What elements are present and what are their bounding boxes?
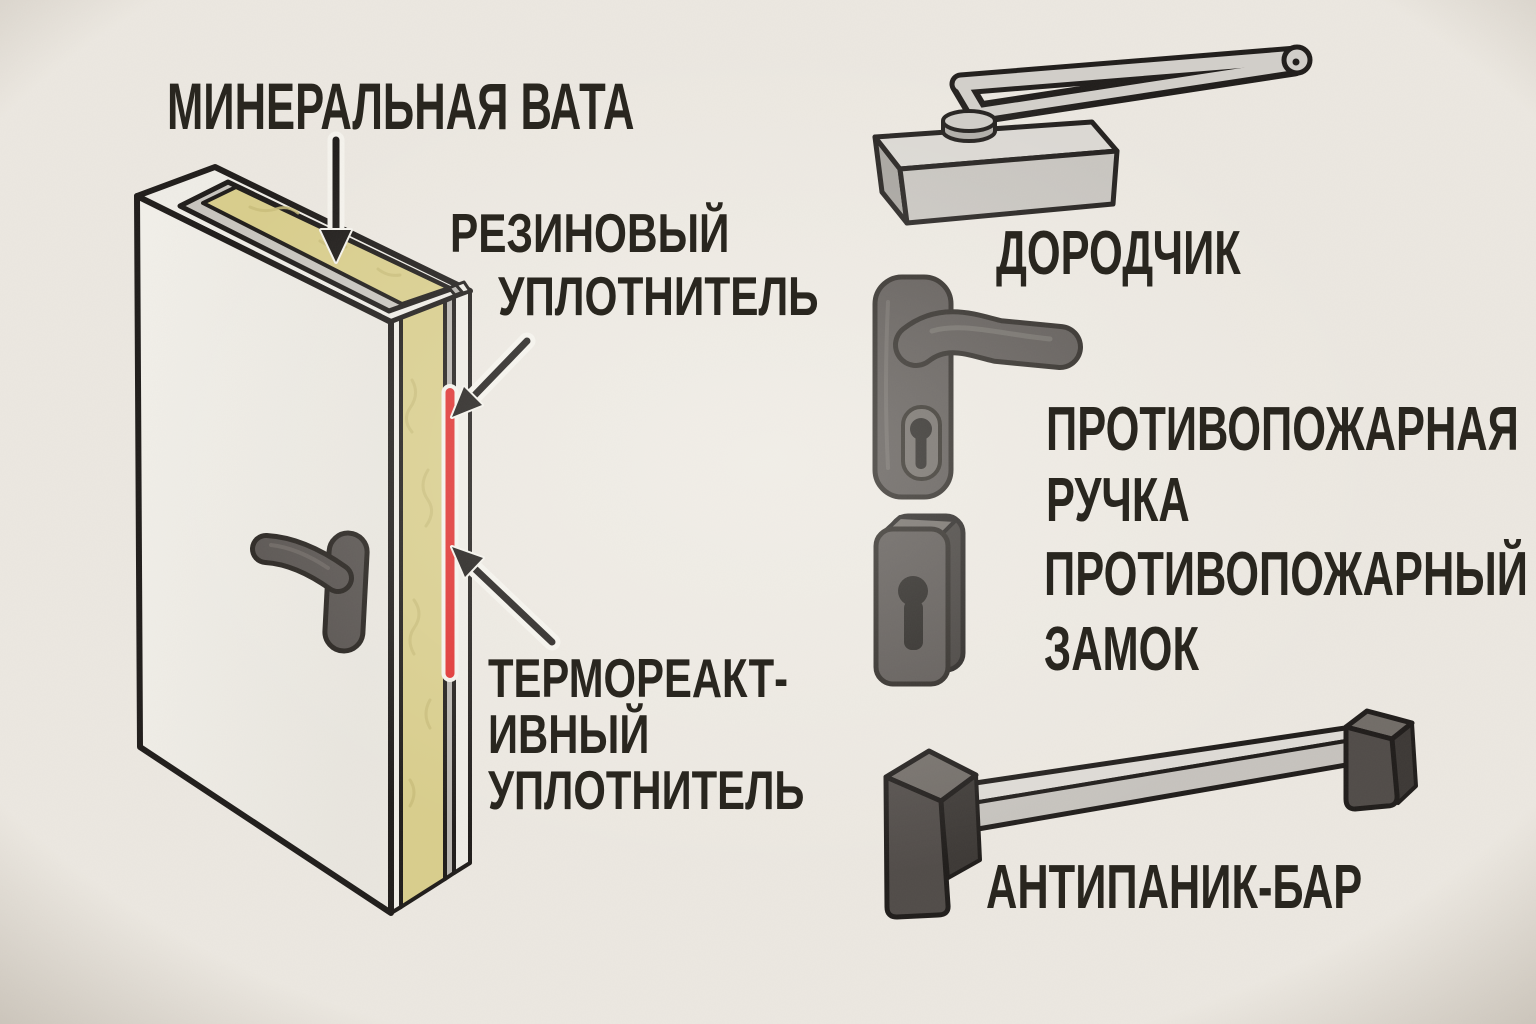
- rubber-seal-label-line1: РЕЗИНОВЫЙ: [450, 202, 730, 264]
- thermo-seal-label-line1: ТЕРМОРЕАКТ-: [488, 647, 789, 709]
- fire-handle-label-line2: РУЧКА: [1046, 466, 1190, 535]
- door-closer-label: ДОРОДЧИК: [996, 219, 1241, 288]
- fire-handle-label-line1: ПРОТИВОПОЖАРНАЯ: [1046, 395, 1519, 464]
- fire-lock-label-line1: ПРОТИВОПОЖАРНЫЙ: [1044, 540, 1528, 609]
- thermo-seal-label-line2: ИВНЫЙ: [488, 703, 650, 765]
- fire-lock-label-line2: ЗАМОК: [1044, 615, 1199, 684]
- rubber-seal-label-line2: УПЛОТНИТЕЛЬ: [498, 265, 819, 327]
- thermo-seal-label-line3: УПЛОТНИТЕЛЬ: [488, 759, 805, 821]
- panic-bar-label: АНТИПАНИК-БАР: [986, 853, 1363, 922]
- mineral-wool-label: МИНЕРАЛЬНАЯ ВАТА: [167, 69, 635, 143]
